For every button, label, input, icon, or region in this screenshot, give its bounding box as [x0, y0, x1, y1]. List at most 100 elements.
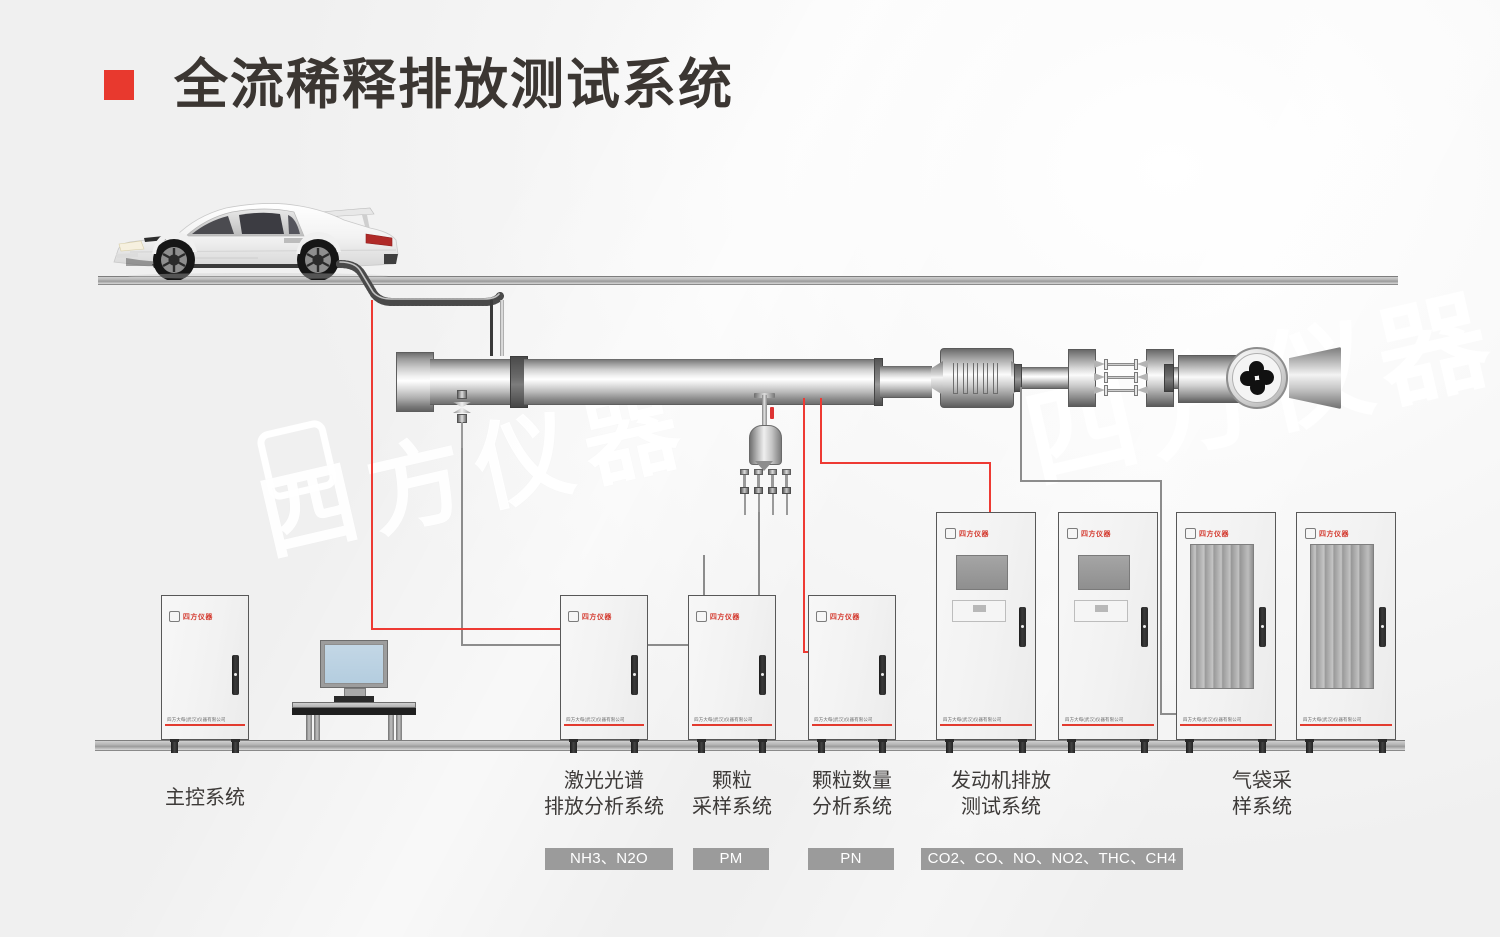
test-vehicle: [108, 192, 408, 281]
page-title: 全流稀释排放测试系统: [174, 55, 734, 115]
cabinet-footer: 四方大每(武汉)仪器有限公司: [1176, 712, 1276, 726]
cabinet-bag-sampling-2[interactable]: 四方仪器 四方大每(武汉)仪器有限公司: [1296, 512, 1396, 753]
badge-engine-emission: CO2、CO、NO、NO2、THC、CH4: [921, 848, 1183, 870]
cabinet-engine-emission-1[interactable]: 四方仪器 四方大每(武汉)仪器有限公司: [936, 512, 1036, 753]
cabinet-footer: 四方大每(武汉)仪器有限公司: [161, 712, 249, 726]
label-line-1: 颗粒: [712, 770, 752, 792]
cabinet-footer-rule: [1300, 724, 1392, 726]
cabinet-feet: [560, 739, 648, 753]
cabinet-footer-rule: [940, 724, 1032, 726]
nozzle-plate-left: [1068, 349, 1096, 407]
cyclone-separator: [749, 425, 782, 465]
cabinet-handle[interactable]: [1259, 607, 1266, 647]
cabinet-particle-number[interactable]: 四方仪器 四方大每(武汉)仪器有限公司: [808, 595, 896, 753]
cabinet-feet: [688, 739, 776, 753]
cabinet-main-control[interactable]: 四方仪器 四方大每(武汉)仪器有限公司: [161, 595, 249, 753]
operator-workstation[interactable]: [292, 640, 416, 740]
cabinet-feet: [936, 739, 1036, 753]
brand-name: 四方仪器: [581, 613, 612, 621]
cabinet-handle[interactable]: [1141, 607, 1148, 647]
label-line-1: 激光光谱: [564, 770, 644, 792]
cabinet-logo: 四方仪器: [1067, 528, 1111, 539]
signal-line-pn-a: [803, 398, 805, 653]
brand-mark-icon: [567, 611, 579, 622]
cabinet-logo: 四方仪器: [168, 611, 213, 622]
cabinet-particulate-sampling[interactable]: 四方仪器 四方大每(武汉)仪器有限公司: [688, 595, 776, 753]
link-bag-in: [1160, 713, 1188, 715]
cabinet-footer: 四方大每(武汉)仪器有限公司: [560, 712, 648, 726]
cabinet-footer: 四方大每(武汉)仪器有限公司: [1058, 712, 1158, 726]
label-line-1: 发动机排放: [951, 770, 1051, 792]
brand-name: 四方仪器: [959, 530, 989, 538]
tunnel-band-3: [1014, 364, 1022, 392]
cabinet-footer-rule: [1180, 724, 1272, 726]
cabinet-logo: 四方仪器: [945, 528, 989, 539]
cabinet-footer-text: 四方大每(武汉)仪器有限公司: [694, 716, 753, 722]
tunnel-end-cap: [396, 352, 434, 412]
cabinet-handle[interactable]: [879, 655, 886, 695]
label-line-2: 样系统: [1232, 796, 1292, 818]
cabinet-handle[interactable]: [1379, 607, 1386, 647]
cabinet-footer-text: 四方大每(武汉)仪器有限公司: [814, 716, 873, 722]
title-bullet-icon: [104, 70, 134, 100]
cabinet-footer-rule: [165, 724, 245, 726]
badge-particle-number: PN: [808, 848, 894, 870]
cabinet-engine-emission-2[interactable]: 四方仪器 四方大每(武汉)仪器有限公司: [1058, 512, 1158, 753]
cabinet-feet: [1296, 739, 1396, 753]
blower-unit: [1178, 347, 1313, 409]
analyzer-display[interactable]: [1078, 555, 1130, 590]
brand-mark-icon: [168, 611, 180, 622]
brand-mark-icon: [945, 528, 956, 539]
tunnel-band-4: [1164, 364, 1174, 392]
particulate-sampling-probe: [735, 393, 795, 515]
tunnel-section-2: [524, 359, 876, 405]
cabinet-bag-sampling-1[interactable]: 四方仪器 四方大每(武汉)仪器有限公司: [1176, 512, 1276, 753]
brand-name: 四方仪器: [1319, 530, 1349, 538]
cabinet-footer-text: 四方大每(武汉)仪器有限公司: [566, 716, 625, 722]
cabinet-handle[interactable]: [1019, 607, 1026, 647]
analyzer-display[interactable]: [956, 555, 1008, 590]
link-hx-down: [1020, 387, 1022, 481]
cabinet-footer: 四方大每(武汉)仪器有限公司: [1296, 712, 1396, 726]
brand-name: 四方仪器: [829, 613, 860, 621]
tunnel-reducer: [880, 366, 932, 398]
analyzer-drawer[interactable]: [952, 600, 1006, 622]
cabinet-feet: [1176, 739, 1276, 753]
cabinet-logo: 四方仪器: [695, 611, 740, 622]
cabinet-footer-rule: [564, 724, 644, 726]
label-particle-number: 颗粒数量 分析系统: [794, 768, 910, 820]
inlet-tube-2: [500, 300, 504, 356]
cabinet-logo: 四方仪器: [815, 611, 860, 622]
cabinet-footer: 四方大每(武汉)仪器有限公司: [688, 712, 776, 726]
analyzer-drawer[interactable]: [1074, 600, 1128, 622]
monitor-screen: [324, 644, 384, 684]
link-valve-down: [461, 448, 463, 645]
cabinet-handle[interactable]: [232, 655, 239, 695]
label-main-control: 主控系统: [145, 785, 265, 811]
cabinet-footer-text: 四方大每(武汉)仪器有限公司: [1303, 716, 1362, 722]
cabinet-laser-spectroscopy[interactable]: 四方仪器 四方大每(武汉)仪器有限公司: [560, 595, 648, 753]
page-header: 全流稀释排放测试系统: [104, 58, 734, 112]
cabinet-logo: 四方仪器: [1185, 528, 1229, 539]
cabinet-handle[interactable]: [631, 655, 638, 695]
monitor[interactable]: [320, 640, 388, 688]
label-engine-emission: 发动机排放 测试系统: [930, 768, 1072, 820]
label-line-1: 颗粒数量: [812, 770, 892, 792]
badge-laser-spectroscopy: NH3、N2O: [545, 848, 673, 870]
heat-exchanger-body: [940, 348, 1014, 408]
cabinet-feet: [1058, 739, 1158, 753]
blower-outlet-cone: [1289, 347, 1341, 409]
cabinet-handle[interactable]: [759, 655, 766, 695]
signal-line-engine-b: [820, 462, 991, 464]
brand-name: 四方仪器: [182, 613, 213, 621]
cabinet-footer-text: 四方大每(武汉)仪器有限公司: [167, 716, 226, 722]
signal-line-engine-c: [989, 462, 991, 516]
brand-mark-icon: [695, 611, 707, 622]
badge-particulate-sampling: PM: [693, 848, 769, 870]
fan-icon: [1240, 361, 1274, 395]
cabinet-logo: 四方仪器: [567, 611, 612, 622]
signal-line-vehicle: [371, 300, 373, 630]
label-line-1: 主控系统: [165, 787, 245, 809]
signal-line-to-control: [371, 628, 593, 630]
